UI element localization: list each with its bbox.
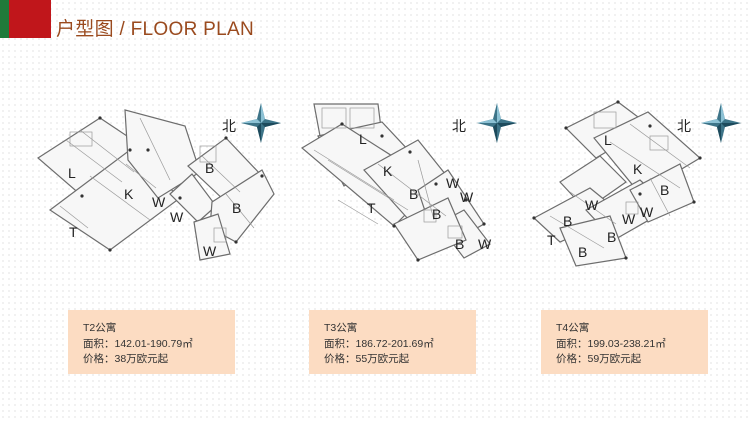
room-label-bedroom: B [409, 186, 419, 202]
room-label-wc: W [640, 204, 654, 220]
apartment-name: T4公寓 [556, 322, 590, 334]
room-label-wc: W [622, 211, 636, 227]
room-label-wc: W [170, 209, 184, 225]
north-label: 北 [677, 118, 691, 134]
room-label-living: L [604, 132, 612, 148]
compass-star-icon [241, 103, 281, 148]
header-flag-green [0, 0, 9, 38]
room-label-bedroom: B [432, 206, 442, 222]
room-label-wc: W [446, 175, 460, 191]
room-label-kitchen: K [633, 161, 643, 177]
room-label-wc: W [585, 197, 599, 213]
apartment-name: T2公寓 [83, 322, 117, 334]
room-label-wc: W [478, 236, 492, 252]
room-label-wc: W [460, 189, 474, 205]
room-label-terrace: T [547, 232, 556, 248]
apartment-price: 价格：38万欧元起 [83, 353, 169, 365]
apartment-area: 面积：186.72-201.69㎡ [324, 338, 434, 350]
apartment-area: 面积：142.01-190.79㎡ [83, 338, 193, 350]
header-flag-red [9, 0, 51, 38]
apartment-price: 价格：55万欧元起 [324, 353, 410, 365]
floor-plan-t2 [30, 109, 275, 270]
apartment-price: 价格：59万欧元起 [556, 353, 642, 365]
room-label-bedroom: B [607, 229, 617, 245]
room-label-wc: W [203, 243, 217, 259]
room-label-bedroom: B [578, 244, 588, 260]
room-label-bedroom: B [660, 182, 670, 198]
room-label-living: L [68, 165, 76, 181]
floor-plan-t3 [298, 100, 498, 270]
apartment-name: T3公寓 [324, 322, 358, 334]
room-label-bedroom: B [563, 213, 573, 229]
compass-star-icon [701, 103, 741, 148]
room-label-kitchen: K [383, 163, 393, 179]
north-label: 北 [452, 118, 466, 134]
room-label-bedroom: B [455, 236, 465, 252]
north-label: 北 [222, 118, 236, 134]
room-label-terrace: T [69, 224, 78, 240]
room-label-bedroom: B [205, 160, 215, 176]
floor-plan-t4 [530, 98, 710, 268]
apartment-card-t4: T4公寓 面积：199.03-238.21㎡ 价格：59万欧元起 [541, 310, 708, 374]
room-label-wc: W [152, 194, 166, 210]
room-label-living: L [359, 131, 367, 147]
compass-star-icon [477, 103, 517, 148]
page-title: 户型图 / FLOOR PLAN [56, 19, 255, 40]
apartment-card-t2: T2公寓 面积：142.01-190.79㎡ 价格：38万欧元起 [68, 310, 235, 374]
apartment-card-t3: T3公寓 面积：186.72-201.69㎡ 价格：55万欧元起 [309, 310, 476, 374]
room-label-terrace: T [367, 200, 376, 216]
room-label-bedroom: B [232, 200, 242, 216]
apartment-area: 面积：199.03-238.21㎡ [556, 338, 666, 350]
room-label-kitchen: K [124, 186, 134, 202]
